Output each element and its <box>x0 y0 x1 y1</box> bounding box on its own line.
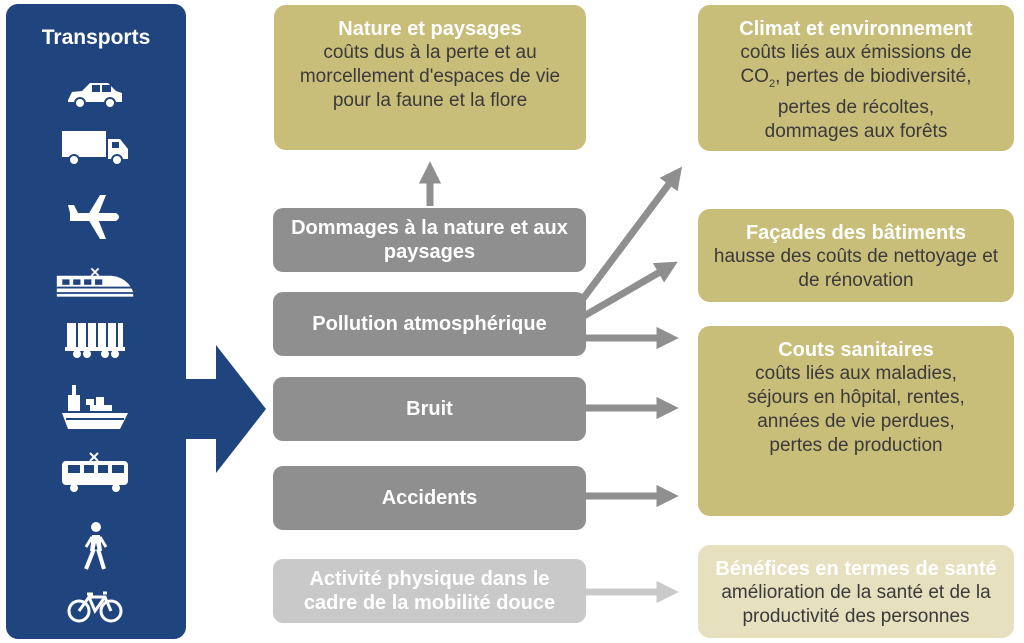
cause-physical-activity: Activité physique dans le cadre de la mo… <box>273 559 586 623</box>
effect-climate-environment: Climat et environnement coûts liés aux é… <box>698 5 1014 151</box>
effect-health-title: Couts sanitaires <box>778 339 934 361</box>
effect-benefits-title: Bénéfices en termes de santé <box>715 558 997 580</box>
train-icon <box>55 262 135 304</box>
arrow-air-facades <box>582 261 678 320</box>
effect-climate-line3: pertes de récoltes, <box>777 96 935 118</box>
truck-icon <box>55 128 135 168</box>
effect-health-costs: Couts sanitaires coûts liés aux maladies… <box>698 326 1014 516</box>
car-icon <box>55 78 135 112</box>
effect-nature-title: Nature et paysages <box>338 18 522 40</box>
effect-health-text: coûts liés aux maladies, séjours en hôpi… <box>747 363 965 456</box>
arrow-air-climate <box>579 166 683 303</box>
effect-climate-line2: CO2, pertes de biodiversité, <box>740 66 972 90</box>
freight-wagon-icon <box>55 320 135 360</box>
effect-climate-line1: coûts liés aux émissions de <box>740 42 972 63</box>
tram-icon <box>55 450 135 494</box>
effect-climate-line4: dommages aux forêts <box>764 120 948 142</box>
cause-accidents: Accidents <box>273 466 586 530</box>
transport-big-arrow <box>180 345 266 473</box>
effect-nature-landscape: Nature et paysages coûts dus à la perte … <box>274 5 586 150</box>
transports-panel <box>6 4 186 639</box>
effect-facades-title: Façades des bâtiments <box>745 222 967 244</box>
pedestrian-icon <box>55 520 135 572</box>
bicycle-icon <box>55 590 135 624</box>
cause-air-pollution: Pollution atmosphérique <box>273 292 586 356</box>
effect-nature-text: coûts dus à la perte et au morcellement … <box>299 42 561 111</box>
effect-climate-title: Climat et environnement <box>739 18 973 40</box>
cause-nature-damage: Dommages à la nature et aux paysages <box>273 208 586 272</box>
ship-icon <box>55 382 135 434</box>
effect-health-benefits: Bénéfices en termes de santé amélioratio… <box>698 545 1014 638</box>
effect-building-facades: Façades des bâtiments hausse des coûts d… <box>698 209 1014 302</box>
effect-facades-text: hausse des coûts de nettoyage et de réno… <box>713 246 999 291</box>
cause-noise: Bruit <box>273 377 586 441</box>
transports-title: Transports <box>41 26 151 49</box>
airplane-icon <box>55 192 135 242</box>
effect-benefits-text: amélioration de la santé et de la produc… <box>721 582 991 627</box>
